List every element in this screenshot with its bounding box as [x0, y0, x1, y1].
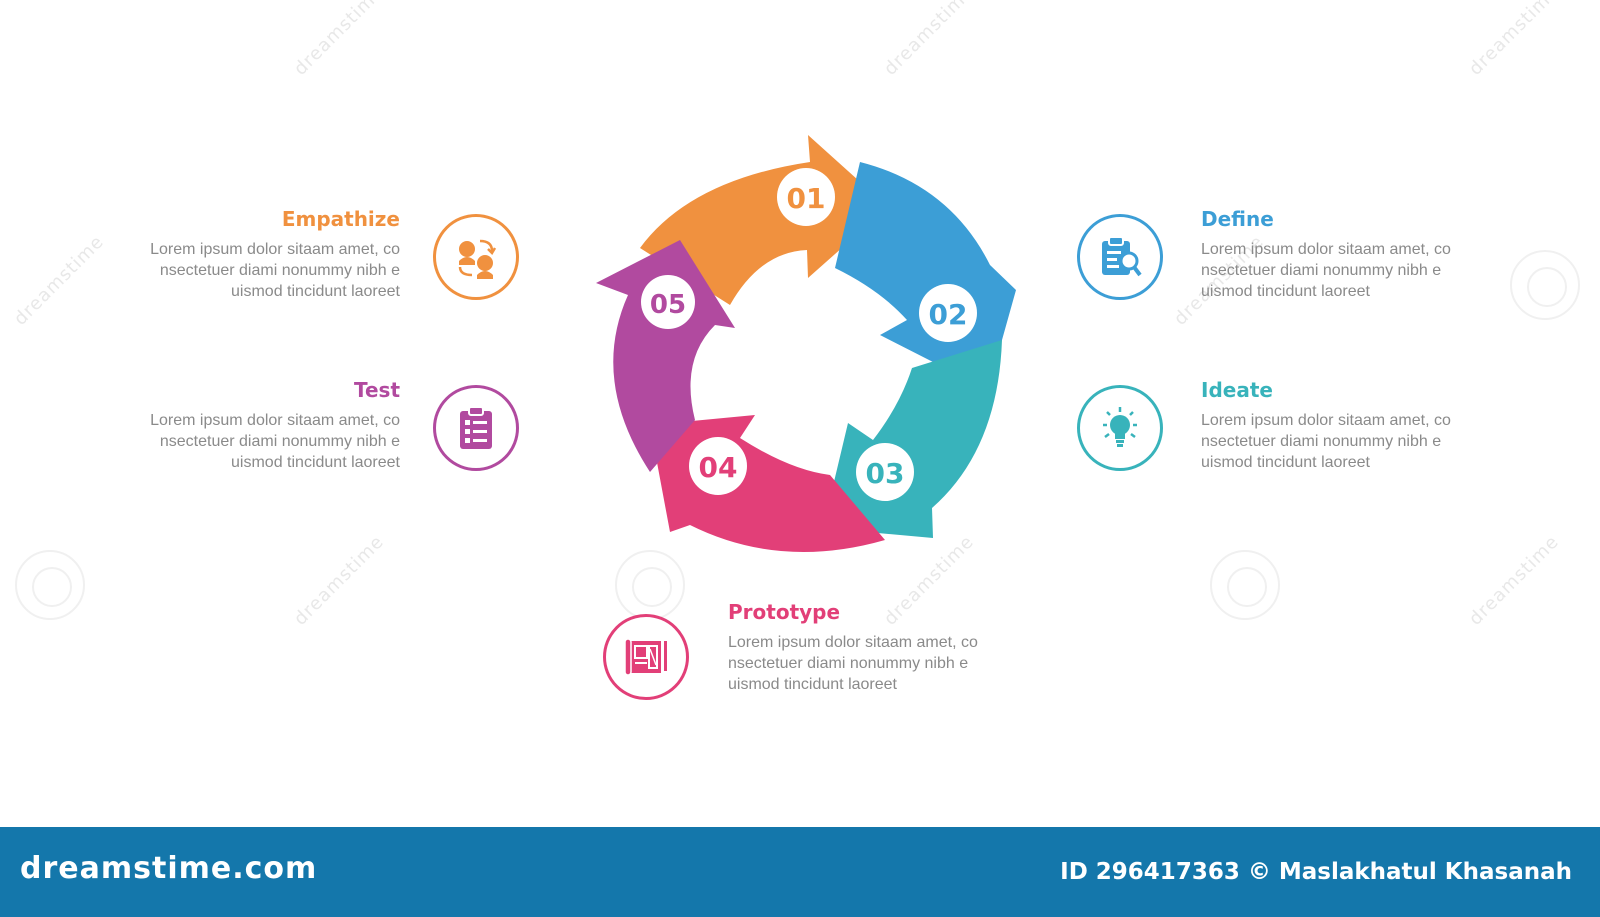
lightbulb-icon	[1077, 385, 1163, 471]
desc-line: uismod tincidunt laoreet	[1201, 454, 1370, 471]
watermark-logo	[1510, 250, 1580, 320]
step-empathize: Empathize Lorem ipsum dolor sitaam amet,…	[100, 207, 400, 302]
checklist-icon	[433, 385, 519, 471]
step-title: Empathize	[281, 207, 400, 231]
desc-line: uismod tincidunt laoreet	[231, 283, 400, 300]
brand-logo: dreamstime.com	[20, 851, 318, 886]
step-title: Test	[353, 378, 400, 402]
desc-line: nsectetuer diami nonummy nibh e	[1201, 433, 1442, 450]
number-badge-03: 03	[856, 443, 914, 501]
desc-line: Lorem ipsum dolor sitaam amet, co	[728, 634, 978, 651]
desc-line: nsectetuer diami nonummy nibh e	[159, 262, 400, 279]
step-number-01: 01	[787, 182, 826, 215]
step-number-04: 04	[699, 451, 738, 484]
desc-line: uismod tincidunt laoreet	[231, 454, 400, 471]
desc-line: Lorem ipsum dolor sitaam amet, co	[150, 241, 400, 258]
watermark-logo	[15, 550, 85, 620]
desc-line: Lorem ipsum dolor sitaam amet, co	[150, 412, 400, 429]
step-number-05: 05	[650, 290, 686, 320]
step-description: Lorem ipsum dolor sitaam amet, co nsecte…	[1201, 410, 1501, 473]
clipboard-search-icon	[1077, 214, 1163, 300]
arrow-segment-02	[835, 162, 1016, 390]
desc-line: nsectetuer diami nonummy nibh e	[728, 655, 969, 672]
desc-line: nsectetuer diami nonummy nibh e	[1201, 262, 1442, 279]
desc-line: Lorem ipsum dolor sitaam amet, co	[1201, 412, 1451, 429]
step-number-02: 02	[929, 298, 968, 331]
number-badge-05: 05	[641, 275, 695, 329]
step-title: Define	[1201, 207, 1274, 231]
number-badge-04: 04	[689, 437, 747, 495]
step-ideate: Ideate Lorem ipsum dolor sitaam amet, co…	[1201, 378, 1501, 473]
step-title: Ideate	[1201, 378, 1273, 402]
desc-line: Lorem ipsum dolor sitaam amet, co	[1201, 241, 1451, 258]
step-test: Test Lorem ipsum dolor sitaam amet, co n…	[100, 378, 400, 473]
blueprint-icon	[603, 614, 689, 700]
number-badge-01: 01	[777, 168, 835, 226]
desc-line: uismod tincidunt laoreet	[1201, 283, 1370, 300]
step-description: Lorem ipsum dolor sitaam amet, co nsecte…	[1201, 239, 1501, 302]
step-description: Lorem ipsum dolor sitaam amet, co nsecte…	[100, 239, 400, 302]
watermark-logo	[1210, 550, 1280, 620]
number-badge-02: 02	[919, 284, 977, 342]
step-number-03: 03	[866, 457, 905, 490]
image-credit: ID 296417363 © Maslakhatul Khasanah	[1060, 859, 1572, 885]
step-prototype: Prototype Lorem ipsum dolor sitaam amet,…	[728, 600, 1028, 695]
footer-bar: dreamstime.com ID 296417363 © Maslakhatu…	[0, 827, 1600, 917]
arrow-segment-05	[596, 240, 735, 472]
step-description: Lorem ipsum dolor sitaam amet, co nsecte…	[100, 410, 400, 473]
desc-line: uismod tincidunt laoreet	[728, 676, 897, 693]
empathy-heads-icon	[433, 214, 519, 300]
step-define: Define Lorem ipsum dolor sitaam amet, co…	[1201, 207, 1501, 302]
step-title: Prototype	[728, 600, 841, 624]
step-description: Lorem ipsum dolor sitaam amet, co nsecte…	[728, 632, 1028, 695]
desc-line: nsectetuer diami nonummy nibh e	[159, 433, 400, 450]
